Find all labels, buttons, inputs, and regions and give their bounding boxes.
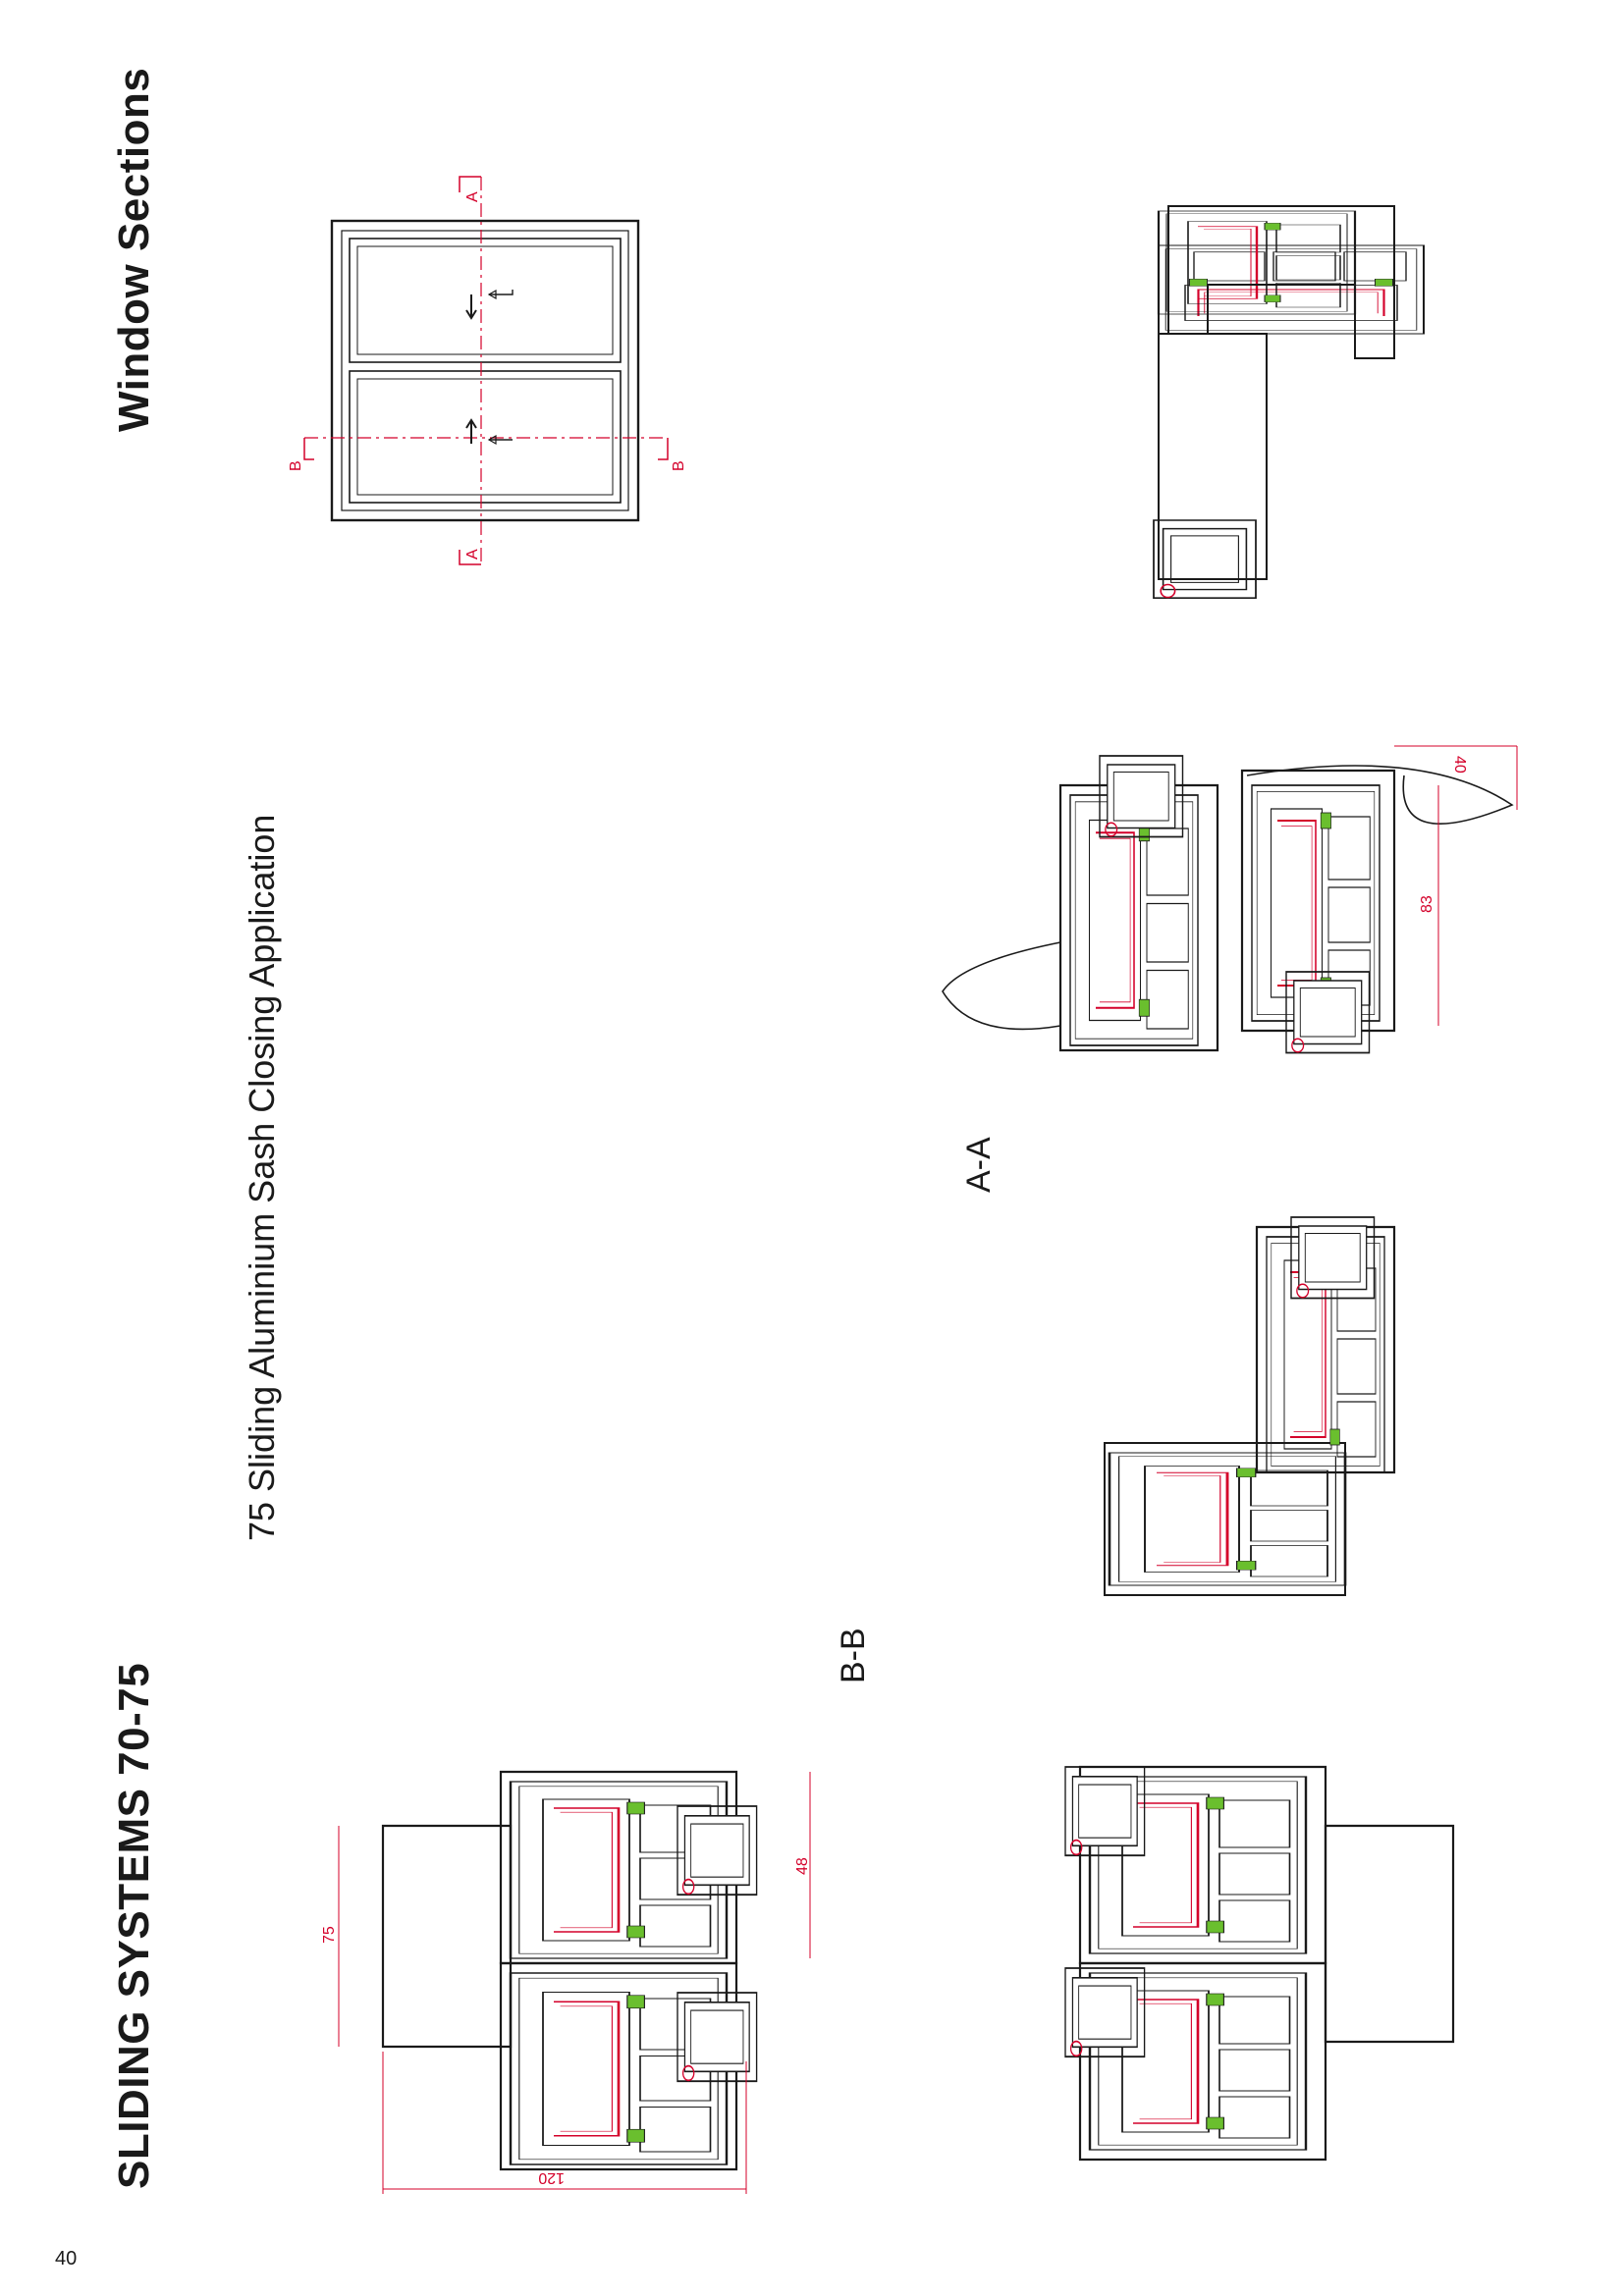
marker-b-left: B — [288, 460, 304, 471]
section-detail-top-right — [1153, 205, 1426, 600]
marker-a-top: A — [464, 191, 481, 202]
dimension-83: 83 — [1419, 895, 1435, 913]
dimension-48: 48 — [794, 1857, 811, 1875]
page-number: 40 — [55, 2248, 78, 2269]
dimension-120: 120 — [538, 2169, 565, 2186]
dimension-75: 75 — [321, 1926, 338, 1944]
marker-b-right: B — [671, 460, 687, 471]
section-detail-aa: 40 83 — [942, 745, 1518, 1054]
window-elevation: A A B B — [288, 176, 687, 565]
dimension-40: 40 — [1451, 756, 1468, 774]
section-detail-middle-right — [1104, 1216, 1396, 1596]
section-detail-bottom-right — [1064, 1765, 1455, 2162]
section-detail-bb: 120 75 48 — [321, 1770, 811, 2194]
marker-a-bottom: A — [464, 549, 481, 560]
